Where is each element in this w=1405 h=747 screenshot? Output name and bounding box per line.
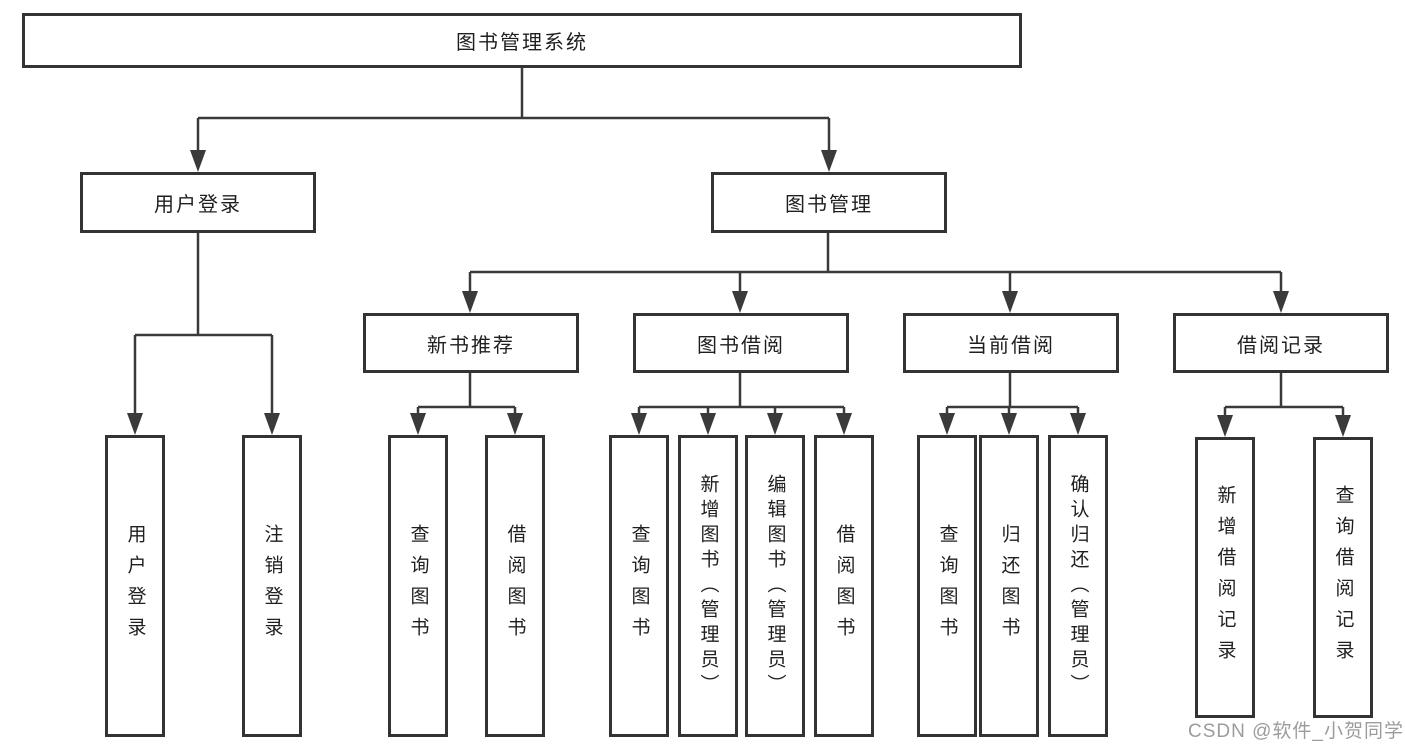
leaf-records-add-record: 新增借阅记录 (1195, 437, 1255, 718)
leaf-newbook-borrow-books: 借阅图书 (485, 435, 545, 737)
leaf-borrowing-borrow-books: 借阅图书 (814, 435, 874, 737)
leaf-current-query-books: 查询图书 (917, 435, 977, 737)
leaf-current-return-books: 归还图书 (979, 435, 1039, 737)
node-root-system: 图书管理系统 (22, 13, 1022, 68)
connector-login-to-leaves (133, 233, 274, 413)
leaf-borrowing-add-books-admin: 新增图书（管理员） (678, 435, 738, 737)
node-book-management: 图书管理 (711, 172, 947, 233)
node-new-book-recommend: 新书推荐 (363, 313, 579, 373)
leaf-borrowing-edit-books-admin: 编辑图书（管理员） (745, 435, 805, 737)
connector-root-to-level2 (196, 68, 831, 150)
connector-records-to-leaves (1223, 373, 1345, 415)
leaf-records-query-record: 查询借阅记录 (1313, 437, 1373, 718)
connector-borrow-to-leaves (637, 373, 846, 413)
leaf-newbook-query-books: 查询图书 (388, 435, 448, 737)
csdn-watermark: CSDN @软件_小贺同学 (1188, 721, 1404, 742)
node-book-borrowing: 图书借阅 (633, 313, 849, 373)
leaf-user-login: 用户登录 (105, 435, 165, 737)
connector-newbook-to-leaves (416, 373, 517, 413)
node-current-borrowing: 当前借阅 (903, 313, 1119, 373)
node-borrow-records: 借阅记录 (1173, 313, 1389, 373)
connector-mgmt-to-level3 (468, 233, 1283, 291)
connector-current-to-leaves (945, 373, 1080, 413)
node-user-login: 用户登录 (80, 172, 316, 233)
leaf-borrowing-query-books: 查询图书 (609, 435, 669, 737)
leaf-current-confirm-return-admin: 确认归还（管理员） (1048, 435, 1108, 737)
leaf-logout: 注销登录 (242, 435, 302, 737)
